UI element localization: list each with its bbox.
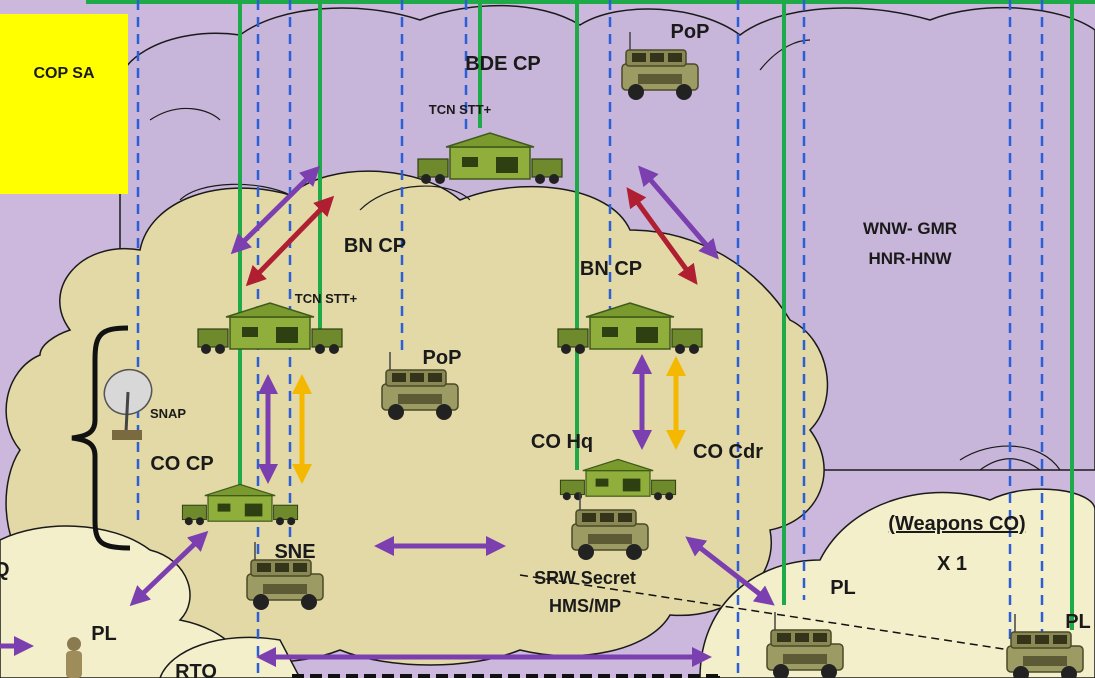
- tcn-stt-bde-label: TCN STT+: [429, 102, 492, 117]
- co-cp-label: CO CP: [150, 453, 213, 475]
- arrows: [0, 165, 775, 667]
- pl-left-label: PL: [91, 623, 117, 645]
- pop-top-label: PoP: [671, 21, 710, 43]
- tcn-stt-bn-label: TCN STT+: [295, 291, 358, 306]
- soldier-figure: [66, 637, 82, 678]
- wnw-label-line1: WNW- GMR: [863, 219, 957, 238]
- pl-right-label: PL: [830, 577, 856, 599]
- srw-label-line1: SRW Secret: [534, 568, 636, 588]
- bn-cp-left-label: BN CP: [344, 235, 406, 257]
- sne-label: SNE: [274, 541, 315, 563]
- wnw-label-line2: HNR-HNW: [868, 249, 952, 268]
- x1-label: X 1: [937, 553, 967, 575]
- co-hq-label: CO Hq: [531, 431, 593, 453]
- edge-q-label: Q: [0, 559, 10, 581]
- snap-label: SNAP: [150, 406, 186, 421]
- bracket: [71, 325, 131, 551]
- pop-mid-label: PoP: [423, 347, 462, 369]
- weapons-co-label: (Weapons CO): [888, 513, 1025, 535]
- srw-label-line2: HMS/MP: [549, 596, 621, 616]
- cop-sa-label: COP SA: [33, 65, 95, 82]
- snap-dish: [103, 368, 153, 440]
- pl-far-right-label: PL: [1065, 611, 1091, 633]
- bn-cp-right-label: BN CP: [580, 258, 642, 280]
- cop-sa-box: [0, 14, 128, 194]
- rto-label: RTO: [175, 661, 217, 678]
- co-cdr-label: CO Cdr: [693, 441, 763, 463]
- bde-cp-label: BDE CP: [465, 53, 541, 75]
